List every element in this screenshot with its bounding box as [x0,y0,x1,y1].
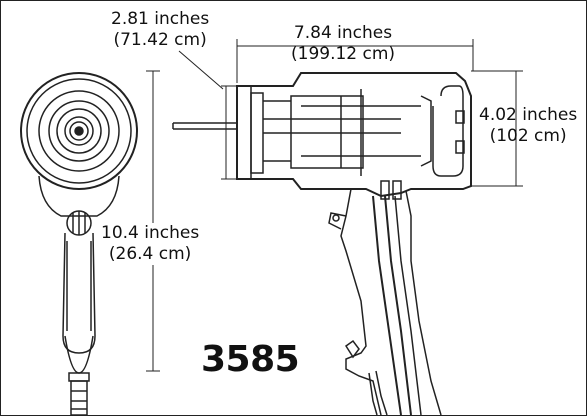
dimension-lines [146,39,523,372]
head-height-dimension: 4.02 inches (102 cm) [479,105,577,147]
model-number: 3585 [201,339,300,380]
tool-height-metric: (26.4 cm) [108,244,192,264]
head-height-imperial: 4.02 inches [479,105,578,125]
side-view-icon [172,72,472,415]
length-imperial: 7.84 inches [293,23,393,43]
head-height-metric: (102 cm) [489,126,567,146]
front-view-icon [20,72,138,415]
length-metric: (199.12 cm) [291,44,396,64]
depth-imperial: 2.81 inches [111,9,210,29]
length-dimension: 7.84 inches (199.12 cm) [291,23,395,65]
tool-height-imperial: 10.4 inches [101,223,200,243]
depth-metric: (71.42 cm) [113,30,207,50]
depth-dimension: 2.81 inches (71.42 cm) [111,9,209,51]
tool-height-dimension: 10.4 inches (26.4 cm) [101,223,200,265]
